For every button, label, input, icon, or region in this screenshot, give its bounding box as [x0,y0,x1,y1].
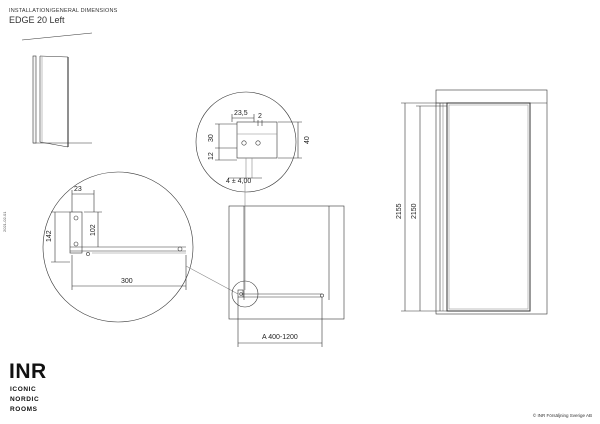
copyright-text: © INR Försäljning Sverige AB [532,413,592,418]
detail-circle-plan [42,171,239,323]
dim-total-height: 2155 [396,203,403,219]
dim-outer-height: 142 [46,230,53,242]
perspective-view [21,32,93,148]
dim-range-label: A 400-1200 [262,334,298,341]
dim-bracket-length: 300 [121,278,133,285]
sheet-title: EDGE 20 Left [9,15,65,25]
dim-hole-tolerance: 4 ± 4,00 [226,178,251,185]
dim-left-height: 30 [208,134,215,142]
dim-top-width: 23,5 [234,110,248,117]
plan-view [228,182,345,347]
brand-word-rooms: ROOMS [10,406,38,413]
elevation-view [401,89,548,315]
dim-right-height: 40 [304,136,311,144]
detail-circle-top [195,91,302,193]
dim-offset-x: 23 [74,186,82,193]
brand-logo-mark: INR [9,360,47,383]
brand-word-nordic: NORDIC [10,396,40,403]
dim-bottom-offset: 12 [208,152,215,160]
dim-top-gap: 2 [258,113,262,120]
sheet-subtitle: INSTALLATION/GENERAL DIMENSIONS [9,8,118,14]
dim-inner-height: 102 [90,224,97,236]
brand-word-iconic: ICONIC [10,386,37,393]
dim-panel-height: 2150 [411,203,418,219]
